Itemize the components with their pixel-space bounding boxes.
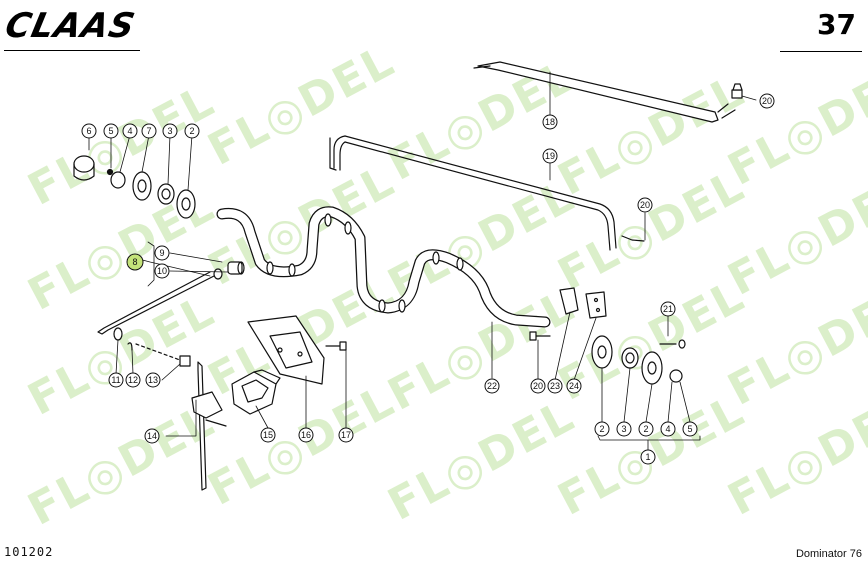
svg-text:5: 5 <box>687 424 692 434</box>
callout-22: 22 <box>484 378 500 394</box>
callout-2b: 2 <box>638 421 654 437</box>
svg-text:16: 16 <box>301 430 311 440</box>
svg-text:18: 18 <box>545 117 555 127</box>
svg-text:2: 2 <box>599 424 604 434</box>
callout-2: 2 <box>594 421 610 437</box>
callout-8: 8 <box>126 253 144 271</box>
callout-1: 1 <box>640 449 656 465</box>
bushing-set-upper <box>73 155 196 219</box>
svg-text:20: 20 <box>533 381 543 391</box>
callouts: 1 2 3 2 4 5 6 5 4 7 3 2 8 9 10 11 12 13 … <box>81 93 775 465</box>
svg-text:17: 17 <box>341 430 351 440</box>
part-10-pull-rod <box>97 261 245 335</box>
callout-11: 11 <box>108 372 124 388</box>
callout-2c: 2 <box>184 123 200 139</box>
svg-text:22: 22 <box>487 381 497 391</box>
callout-6: 6 <box>81 123 97 139</box>
svg-text:13: 13 <box>148 375 158 385</box>
callout-3: 3 <box>616 421 632 437</box>
callout-20a: 20 <box>759 93 775 109</box>
callout-4: 4 <box>660 421 676 437</box>
part-23-24-brackets <box>529 287 607 341</box>
callout-17: 17 <box>338 427 354 443</box>
svg-text:11: 11 <box>111 375 120 385</box>
callout-18: 18 <box>542 114 558 130</box>
svg-text:4: 4 <box>127 126 132 136</box>
callout-20c: 20 <box>530 378 546 394</box>
svg-text:3: 3 <box>621 424 626 434</box>
header-rule-left <box>4 50 140 51</box>
svg-text:24: 24 <box>569 381 579 391</box>
callout-21: 21 <box>660 301 676 317</box>
svg-text:20: 20 <box>640 200 650 210</box>
part-18-rod <box>473 61 743 123</box>
bearing-assembly-right <box>591 335 686 385</box>
leader-lines <box>88 71 757 451</box>
callout-13: 13 <box>145 372 161 388</box>
svg-text:2: 2 <box>643 424 648 434</box>
part-17-bolt <box>325 341 347 351</box>
part-11-13-fasteners <box>113 327 191 367</box>
callout-24: 24 <box>566 378 582 394</box>
callout-14: 14 <box>144 428 160 444</box>
part-22-shaped-bar <box>216 206 551 328</box>
callout-9: 9 <box>154 245 170 261</box>
callout-3b: 3 <box>162 123 178 139</box>
svg-text:10: 10 <box>157 266 167 276</box>
part-16-plate <box>247 315 325 385</box>
part-14-lever <box>191 361 227 491</box>
svg-text:5: 5 <box>108 126 113 136</box>
callout-12: 12 <box>125 372 141 388</box>
svg-text:4: 4 <box>665 424 670 434</box>
svg-text:23: 23 <box>550 381 560 391</box>
svg-text:12: 12 <box>128 375 138 385</box>
svg-text:21: 21 <box>663 304 673 314</box>
svg-text:8: 8 <box>132 257 137 267</box>
svg-text:3: 3 <box>167 126 172 136</box>
part-19-frame <box>329 135 645 251</box>
model-name: Dominator 76 <box>795 548 862 560</box>
callout-23: 23 <box>547 378 563 394</box>
svg-text:9: 9 <box>159 248 164 258</box>
svg-text:19: 19 <box>545 151 555 161</box>
callout-10: 10 <box>154 263 170 279</box>
callout-19: 19 <box>542 148 558 164</box>
svg-text:7: 7 <box>146 126 151 136</box>
header-rule-right <box>780 51 862 52</box>
document-code: 101202 <box>4 545 54 559</box>
svg-text:2: 2 <box>189 126 194 136</box>
callout-20b: 20 <box>637 197 653 213</box>
callout-5b: 5 <box>103 123 119 139</box>
svg-text:20: 20 <box>762 96 772 106</box>
svg-text:1: 1 <box>645 452 650 462</box>
svg-text:14: 14 <box>147 431 157 441</box>
page-number: 37 <box>817 8 856 41</box>
callout-16: 16 <box>298 427 314 443</box>
callout-7: 7 <box>141 123 157 139</box>
callout-4b: 4 <box>122 123 138 139</box>
callout-15: 15 <box>260 427 276 443</box>
svg-text:6: 6 <box>86 126 91 136</box>
part-15-bracket <box>231 369 281 415</box>
callout-5: 5 <box>682 421 698 437</box>
svg-text:15: 15 <box>263 430 273 440</box>
